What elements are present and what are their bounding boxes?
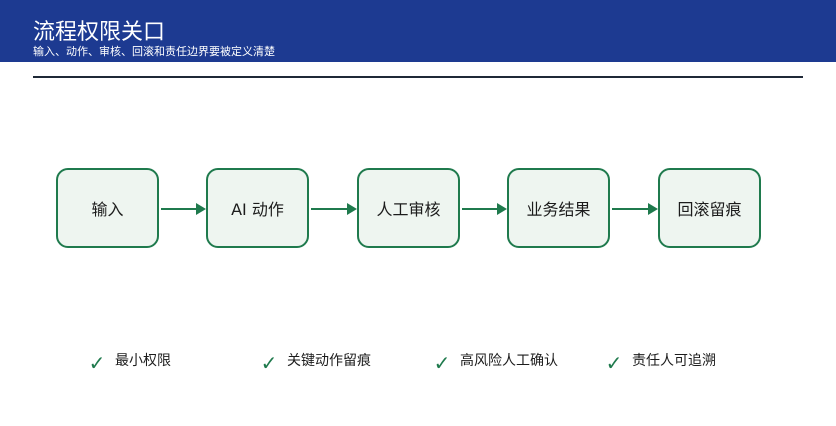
flow-step-input: 输入: [56, 168, 159, 248]
flow-arrow-2: [311, 203, 357, 215]
principle-label: 关键动作留痕: [287, 353, 371, 369]
principle-label: 责任人可追溯: [632, 353, 716, 369]
check-icon: ✓: [605, 351, 623, 375]
flow-step-rollback-trace: 回滚留痕: [658, 168, 761, 248]
flow-step-label: 输入: [91, 200, 124, 219]
flow-step-label: 业务结果: [526, 200, 591, 219]
principle-accountability: ✓ 责任人可追溯: [604, 349, 716, 375]
flow-step-human-review: 人工审核: [357, 168, 460, 248]
principle-least-privilege: ✓ 最小权限: [87, 349, 171, 375]
check-icon: ✓: [433, 351, 451, 375]
title-divider: [33, 76, 803, 78]
page-title: 流程权限关口: [33, 20, 166, 45]
flow-step-label: AI 动作: [231, 200, 284, 219]
header-banner: 流程权限关口 输入、动作、审核、回滚和责任边界要被定义清楚: [0, 0, 836, 62]
flow-step-label: 回滚留痕: [677, 200, 742, 219]
check-icon: ✓: [260, 351, 278, 375]
principle-label: 高风险人工确认: [460, 353, 558, 369]
principle-label: 最小权限: [115, 353, 171, 369]
flow-arrow-3: [462, 203, 507, 215]
principle-human-confirmation: ✓ 高风险人工确认: [432, 349, 558, 375]
flow-step-ai-action: AI 动作: [206, 168, 309, 248]
principle-key-action-trace: ✓ 关键动作留痕: [259, 349, 371, 375]
flow-arrow-1: [161, 203, 206, 215]
page-subtitle: 输入、动作、审核、回滚和责任边界要被定义清楚: [33, 45, 275, 58]
flow-step-business-result: 业务结果: [507, 168, 610, 248]
check-icon: ✓: [88, 351, 106, 375]
flow-arrow-4: [612, 203, 658, 215]
flow-step-label: 人工审核: [376, 200, 441, 219]
